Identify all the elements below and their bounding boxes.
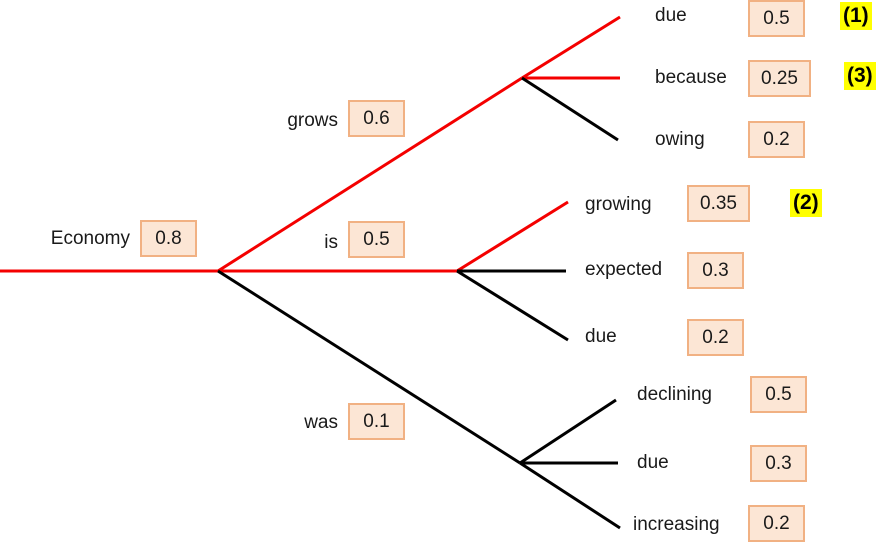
prob-box-declining: 0.5: [750, 376, 807, 413]
leaf-label-due-2: due: [585, 326, 617, 347]
edge-grows-to-due: [521, 15, 621, 80]
prob-box-is: 0.5: [348, 221, 405, 258]
node-label-was: was: [304, 412, 338, 433]
prob-box-economy: 0.8: [140, 220, 197, 257]
prob-box-because: 0.25: [748, 60, 811, 97]
edge-grows-to-owing: [521, 76, 619, 142]
prob-box-due-3: 0.3: [750, 445, 807, 482]
prob-box-owing: 0.2: [748, 121, 805, 158]
leaf-label-growing: growing: [585, 194, 652, 215]
leaf-label-increasing: increasing: [633, 514, 720, 535]
rank-badge-2: (2): [790, 189, 822, 217]
leaf-label-due-1: due: [655, 5, 687, 26]
leaf-label-declining: declining: [637, 384, 712, 405]
node-label-economy: Economy: [50, 228, 130, 249]
node-label-is: is: [324, 232, 338, 253]
rank-badge-3: (3): [844, 62, 876, 90]
leaf-label-because: because: [655, 67, 727, 88]
edge-was-to-increasing: [519, 461, 621, 530]
edge-root-to-grows: [217, 76, 523, 273]
leaf-label-owing: owing: [655, 129, 705, 150]
prob-box-was: 0.1: [348, 403, 405, 440]
node-label-grows: grows: [287, 110, 338, 131]
edge-root-to-was: [217, 269, 521, 465]
edge-is-to-growing: [456, 200, 569, 273]
leaf-label-expected: expected: [585, 259, 663, 280]
prob-box-due-2: 0.2: [687, 319, 744, 356]
rank-badge-1: (1): [840, 2, 872, 30]
prob-box-growing: 0.35: [687, 185, 750, 222]
prob-box-due-1: 0.5: [748, 0, 805, 37]
edge-was-to-declining: [519, 398, 617, 465]
prob-box-expected: 0.3: [687, 252, 744, 289]
edge-is-to-due: [456, 269, 569, 342]
prob-box-increasing: 0.2: [748, 505, 805, 542]
leaf-label-due-3: due: [637, 452, 669, 473]
prob-box-grows: 0.6: [348, 100, 405, 137]
